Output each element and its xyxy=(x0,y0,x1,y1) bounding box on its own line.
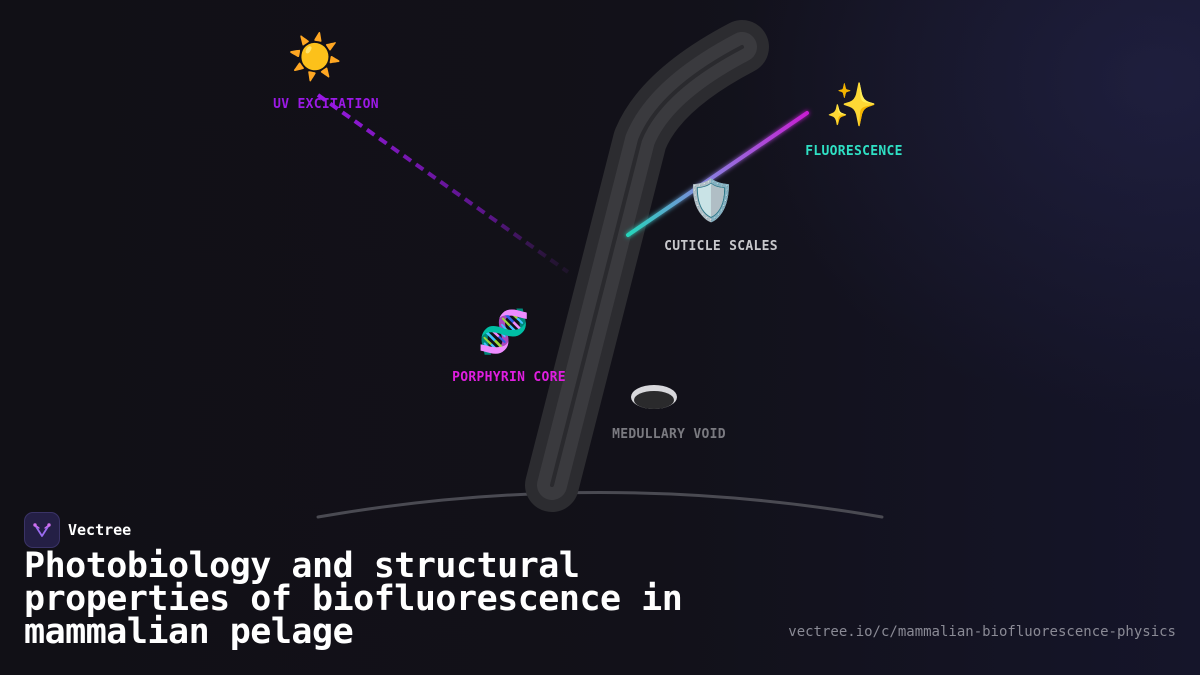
label-uv-excitation: UV EXCITATION xyxy=(273,97,379,112)
label-cuticle-scales: CUTICLE SCALES xyxy=(664,239,778,254)
uv-excitation-beam xyxy=(316,93,570,274)
shield-icon: 🛡️ xyxy=(686,178,736,224)
vectree-logo-icon xyxy=(24,512,60,548)
brand-name: Vectree xyxy=(68,521,132,539)
sun-icon: ☀️ xyxy=(287,32,343,83)
fluorescence-emission-beam xyxy=(626,111,809,237)
label-fluorescence: FLUORESCENCE xyxy=(805,144,903,159)
page-title: Photobiology and structural properties o… xyxy=(24,546,683,652)
medullary-void-icon xyxy=(631,385,677,409)
hair-medulla-line xyxy=(550,45,744,487)
label-medullary-void: MEDULLARY VOID xyxy=(612,427,726,442)
label-porphyrin-core: PORPHYRIN CORE xyxy=(452,370,566,385)
skin-surface-curve xyxy=(316,491,884,519)
brand: Vectree xyxy=(24,512,131,548)
source-url: vectree.io/c/mammalian-biofluorescence-p… xyxy=(788,624,1176,640)
dna-icon: 🧬 xyxy=(477,307,531,356)
sparkles-icon: ✨ xyxy=(825,80,879,129)
